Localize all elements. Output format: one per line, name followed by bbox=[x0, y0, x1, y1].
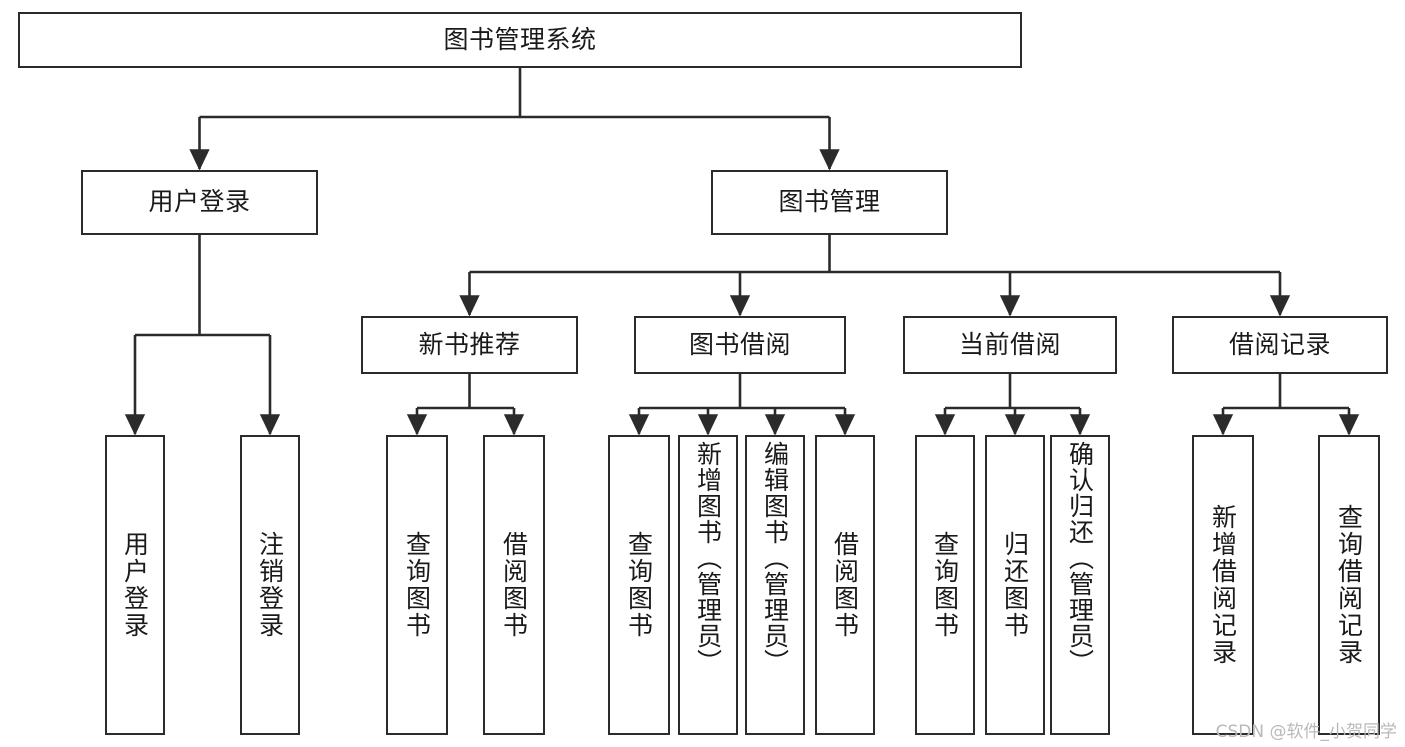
node-user-login[interactable]: 用户登录 bbox=[81, 170, 318, 235]
node-borrow-record[interactable]: 借阅记录 bbox=[1172, 316, 1388, 374]
node-label-leaf-book-edit: 编辑图书（管理员） bbox=[760, 441, 790, 675]
node-label-borrow-record: 借阅记录 bbox=[1228, 329, 1331, 359]
node-label-leaf-book-add: 新增图书（管理员） bbox=[693, 441, 723, 675]
node-new-book-rec[interactable]: 新书推荐 bbox=[361, 316, 578, 374]
csdn-watermark: CSDN @软件_小贺同学 bbox=[1215, 722, 1397, 742]
node-leaf-borrow-query[interactable]: 查询图书 bbox=[608, 435, 670, 735]
node-book-borrow[interactable]: 图书借阅 bbox=[634, 316, 846, 374]
node-label-leaf-cur-query: 查询图书 bbox=[930, 531, 960, 639]
node-label-book-borrow: 图书借阅 bbox=[688, 329, 791, 359]
node-label-user-login: 用户登录 bbox=[148, 187, 251, 217]
node-root[interactable]: 图书管理系统 bbox=[18, 12, 1022, 68]
node-leaf-cur-confirm[interactable]: 确认归还（管理员） bbox=[1050, 435, 1110, 735]
node-label-current-borrow: 当前借阅 bbox=[958, 329, 1061, 359]
node-label-book-manage: 图书管理 bbox=[778, 187, 881, 217]
node-label-leaf-cur-return: 归还图书 bbox=[1000, 531, 1030, 639]
node-label-leaf-rec-borrow: 借阅图书 bbox=[499, 531, 529, 639]
node-label-new-book-rec: 新书推荐 bbox=[418, 329, 521, 359]
node-label-leaf-cur-confirm: 确认归还（管理员） bbox=[1065, 441, 1095, 675]
node-leaf-rec-borrow[interactable]: 借阅图书 bbox=[483, 435, 545, 735]
node-label-leaf-user-logout: 注销登录 bbox=[255, 531, 285, 639]
node-label-leaf-user-login: 用户登录 bbox=[120, 531, 150, 639]
node-leaf-book-edit[interactable]: 编辑图书（管理员） bbox=[745, 435, 805, 735]
node-leaf-rec-query[interactable]: 查询图书 bbox=[386, 435, 448, 735]
node-leaf-book-borrow[interactable]: 借阅图书 bbox=[815, 435, 875, 735]
node-leaf-cur-query[interactable]: 查询图书 bbox=[915, 435, 975, 735]
node-label-leaf-book-borrow: 借阅图书 bbox=[830, 531, 860, 639]
node-current-borrow[interactable]: 当前借阅 bbox=[903, 316, 1117, 374]
node-leaf-user-logout[interactable]: 注销登录 bbox=[240, 435, 300, 735]
node-label-leaf-rec-query: 查询图书 bbox=[402, 531, 432, 639]
node-book-manage[interactable]: 图书管理 bbox=[711, 170, 948, 235]
node-label-leaf-rec-search: 查询借阅记录 bbox=[1334, 504, 1364, 666]
node-label-leaf-borrow-query: 查询图书 bbox=[624, 531, 654, 639]
node-label-leaf-rec-add: 新增借阅记录 bbox=[1208, 504, 1238, 666]
node-leaf-rec-add[interactable]: 新增借阅记录 bbox=[1192, 435, 1254, 735]
node-leaf-user-login[interactable]: 用户登录 bbox=[105, 435, 165, 735]
node-leaf-cur-return[interactable]: 归还图书 bbox=[985, 435, 1045, 735]
node-leaf-rec-search[interactable]: 查询借阅记录 bbox=[1318, 435, 1380, 735]
node-leaf-book-add[interactable]: 新增图书（管理员） bbox=[678, 435, 738, 735]
node-label-root: 图书管理系统 bbox=[443, 24, 597, 54]
